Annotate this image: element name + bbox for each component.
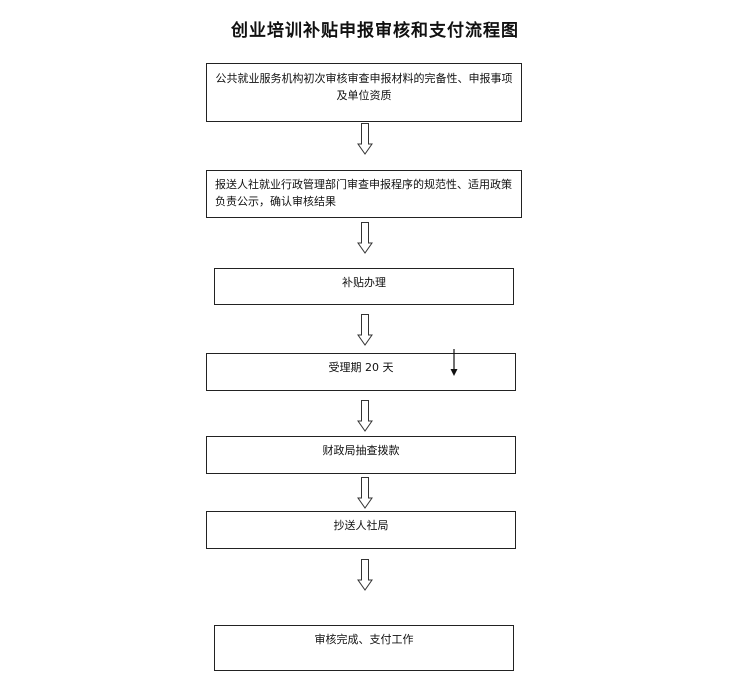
thin-arrow-down-icon [450,349,458,376]
step-box-finance-allocation: 财政局抽查拨款 [206,436,516,474]
step-box-submit-review: 报送人社就业行政管理部门审查申报程序的规范性、适用政策负责公示，确认审核结果 [206,170,522,218]
flow-arrow-down-icon [357,123,373,155]
step-box-initial-review: 公共就业服务机构初次审核审查申报材料的完备性、申报事项及单位资质 [206,63,522,122]
flow-arrow-down-icon [357,559,373,591]
step-label: 审核完成、支付工作 [314,633,414,646]
step-label: 公共就业服务机构初次审核审查申报材料的完备性、申报事项及单位资质 [215,72,513,102]
step-label: 抄送人社局 [333,519,389,532]
flow-arrow-down-icon [357,477,373,509]
flow-arrow-down-icon [357,400,373,432]
step-box-acceptance-period: 受理期 20 天 [206,353,516,391]
flow-arrow-down-icon [357,222,373,254]
step-label: 补贴办理 [342,276,386,289]
step-box-complete-payment: 审核完成、支付工作 [214,625,514,671]
diagram-title: 创业培训补贴申报审核和支付流程图 [231,21,519,41]
step-box-copy-bureau: 抄送人社局 [206,511,516,549]
step-label: 财政局抽查拨款 [322,444,400,457]
flow-arrow-down-icon [357,314,373,346]
step-box-subsidy-handling: 补贴办理 [214,268,514,305]
step-label: 受理期 20 天 [328,361,394,374]
step-label: 报送人社就业行政管理部门审查申报程序的规范性、适用政策负责公示，确认审核结果 [215,178,512,208]
